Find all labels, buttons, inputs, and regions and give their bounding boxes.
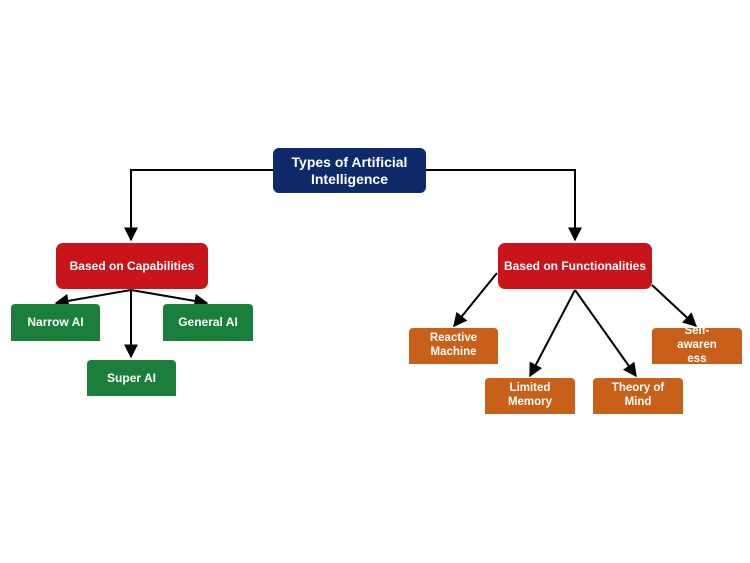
narrow-ai-node: Narrow AI <box>11 304 100 341</box>
connector-root-to-capabilities <box>124 169 273 242</box>
connector-to-narrow-ai <box>54 289 132 308</box>
functionalities-node: Based on Functionalities <box>498 243 652 289</box>
super-ai-node: Super AI <box>87 360 176 396</box>
theory-of-mind-node: Theory of Mind <box>593 378 683 414</box>
self-awareness-node: Self-awareness <box>652 325 742 365</box>
connector-to-limited-memory <box>529 289 576 378</box>
limited-memory-node: Limited Memory <box>485 378 575 414</box>
connector-to-reactive-machine <box>453 272 498 328</box>
connector-to-general-ai <box>130 289 209 308</box>
connector-root-to-functionalities <box>426 169 582 242</box>
connector-to-self-awareness <box>651 284 698 327</box>
reactive-machine-node: Reactive Machine <box>409 328 498 364</box>
root-node: Types of Artificial Intelligence <box>273 148 426 193</box>
connector-to-theory-of-mind <box>574 289 637 378</box>
general-ai-node: General AI <box>163 304 253 341</box>
capabilities-node: Based on Capabilities <box>56 243 208 289</box>
